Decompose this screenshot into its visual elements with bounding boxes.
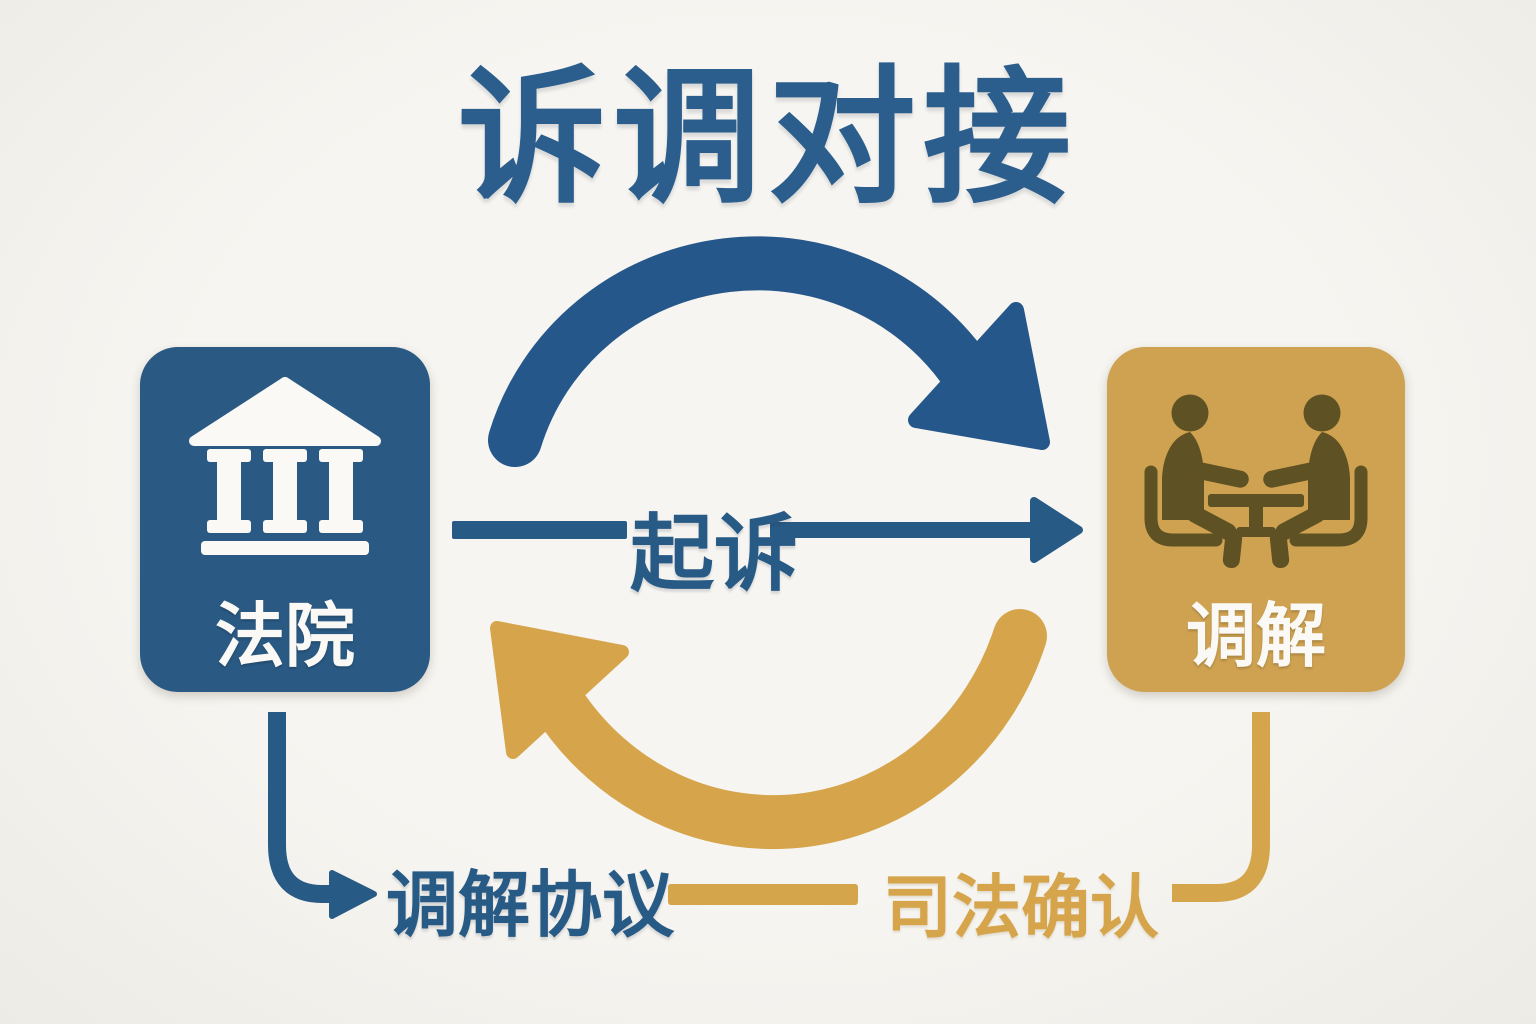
mediation-label: 调解 <box>1186 597 1326 675</box>
mediation-agreement-label: 调解协议 <box>386 866 675 946</box>
mediation-meeting-icon <box>1136 380 1376 580</box>
court-node: 法院 <box>140 347 430 692</box>
judicial-confirmation-connector <box>1172 712 1270 902</box>
court-label: 法院 <box>215 597 355 675</box>
page-title: 诉调对接 <box>458 56 1078 221</box>
label-link-bar <box>668 884 858 905</box>
mediation-agreement-connector <box>268 712 377 919</box>
litigation-arc-arrow <box>488 236 1050 467</box>
litigation-arc-arrowhead <box>908 302 1050 450</box>
mediation-agreement-arrowhead <box>329 870 377 919</box>
courthouse-icon <box>189 377 381 555</box>
mediation-node: 调解 <box>1107 347 1405 692</box>
sue-edge-label: 起诉 <box>630 507 799 601</box>
return-arc-arrowhead <box>490 621 629 759</box>
sue-arrowhead <box>1030 497 1083 563</box>
return-arc-arrow <box>490 609 1047 850</box>
judicial-confirmation-label: 司法确认 <box>883 869 1159 946</box>
